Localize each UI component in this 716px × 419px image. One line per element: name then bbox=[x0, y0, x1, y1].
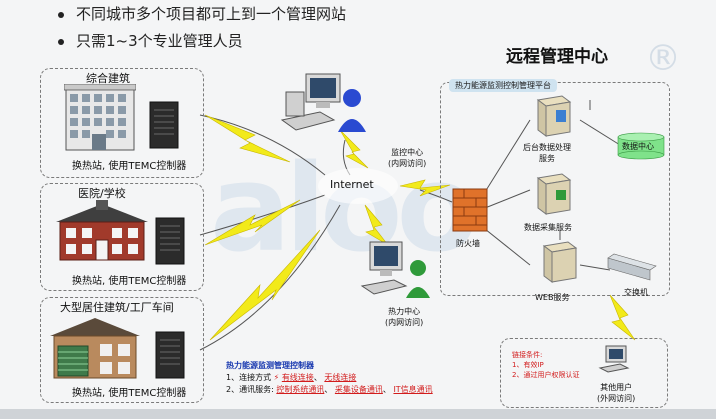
remote-user-pc-icon bbox=[598, 345, 630, 373]
zigzag-icon: ⚡ bbox=[273, 373, 280, 382]
platform-label: 热力能源监测控制管理平台 bbox=[449, 79, 557, 92]
bullet-dot bbox=[58, 11, 64, 18]
site-title-residential: 大型居住建筑/工厂车间 bbox=[60, 301, 174, 314]
site-caption-hospital: 换热站, 使用TEMC控制器 bbox=[72, 276, 187, 287]
heat-center-workstation-icon bbox=[360, 241, 430, 298]
db-server-label: 后台数据处理 服务 bbox=[523, 143, 571, 163]
bullet-2: 只需1~3个专业管理人员 bbox=[58, 30, 243, 51]
legend: 热力能源监测管理控制器 1、连接方式 ⚡ 有线连接、 无线连接 2、通讯服务: … bbox=[226, 360, 433, 396]
site-box-hospital bbox=[40, 183, 204, 291]
controller-cabinet-icon bbox=[149, 101, 179, 149]
remote-user-box bbox=[500, 338, 668, 408]
site-caption-residential: 换热站, 使用TEMC控制器 bbox=[72, 388, 187, 399]
monitor-center-label: 监控中心 (内网访问) bbox=[388, 148, 427, 168]
lightning-bolt bbox=[209, 229, 321, 341]
legend-title: 热力能源监测管理控制器 bbox=[226, 361, 314, 370]
datacenter-cylinder bbox=[617, 132, 665, 160]
link-line bbox=[479, 189, 531, 211]
remote-center-title: 远程管理中心 bbox=[506, 47, 608, 67]
lightning-bolt bbox=[204, 114, 291, 163]
link-line bbox=[199, 194, 326, 236]
site-title-hospital: 医院/学校 bbox=[78, 187, 126, 200]
monitor-center-workstation-icon bbox=[280, 73, 366, 132]
legend-row-connection: 1、连接方式 ⚡ 有线连接、 无线连接 bbox=[226, 373, 357, 382]
web-server-label: WEB服务 bbox=[535, 293, 570, 302]
web-server-icon bbox=[542, 241, 578, 283]
site-box-residential bbox=[40, 297, 204, 403]
collect-server-icon bbox=[536, 173, 572, 215]
lightning-bolt bbox=[609, 294, 636, 341]
switch-device bbox=[607, 253, 657, 281]
db-server-icon bbox=[536, 95, 572, 137]
datacenter-label: 数据中心 bbox=[622, 142, 654, 151]
heat-center-label: 热力中心 (内网访问) bbox=[385, 307, 424, 327]
firewall-label: 防火墙 bbox=[456, 239, 480, 248]
link-line bbox=[419, 189, 453, 203]
bullet-dot bbox=[58, 38, 64, 45]
site-title-complex: 综合建筑 bbox=[86, 72, 130, 85]
school-building-icon bbox=[56, 200, 148, 261]
office-building-icon bbox=[64, 84, 136, 151]
bullet-1: 不同城市多个项目都可上到一个管理网站 bbox=[58, 3, 346, 24]
site-caption-complex: 换热站, 使用TEMC控制器 bbox=[72, 161, 187, 172]
link-line bbox=[579, 119, 621, 146]
collect-server-label: 数据采集服务 bbox=[524, 223, 572, 232]
controller-cabinet-icon bbox=[155, 331, 185, 379]
remote-user-label: 其他用户 (外网访问) bbox=[597, 383, 636, 403]
link-line bbox=[579, 264, 611, 271]
lightning-bolt bbox=[204, 199, 301, 246]
link-line bbox=[199, 114, 326, 176]
lightning-bolt bbox=[339, 129, 369, 169]
legend-row-comm: 2、通讯服务: 控制系统通讯、 采集设备通讯、 IT信息通讯 bbox=[226, 385, 433, 394]
bottom-bar bbox=[0, 409, 716, 419]
firewall-icon bbox=[452, 188, 488, 232]
switch-label: 交换机 bbox=[624, 288, 648, 297]
controller-cabinet-icon bbox=[155, 217, 185, 265]
link-line bbox=[479, 224, 531, 266]
lightning-bolt bbox=[364, 204, 389, 246]
registered-mark: ® bbox=[645, 38, 681, 79]
residential-building-icon bbox=[50, 318, 140, 379]
connect-conditions: 链接条件: 1、有效IP 2、通过用户权限认证 bbox=[512, 351, 580, 379]
internet-label: Internet bbox=[330, 178, 374, 191]
internet-cloud bbox=[318, 168, 398, 204]
site-box-complex bbox=[40, 68, 204, 178]
lightning-bolt bbox=[399, 179, 451, 197]
link-line bbox=[479, 119, 531, 201]
